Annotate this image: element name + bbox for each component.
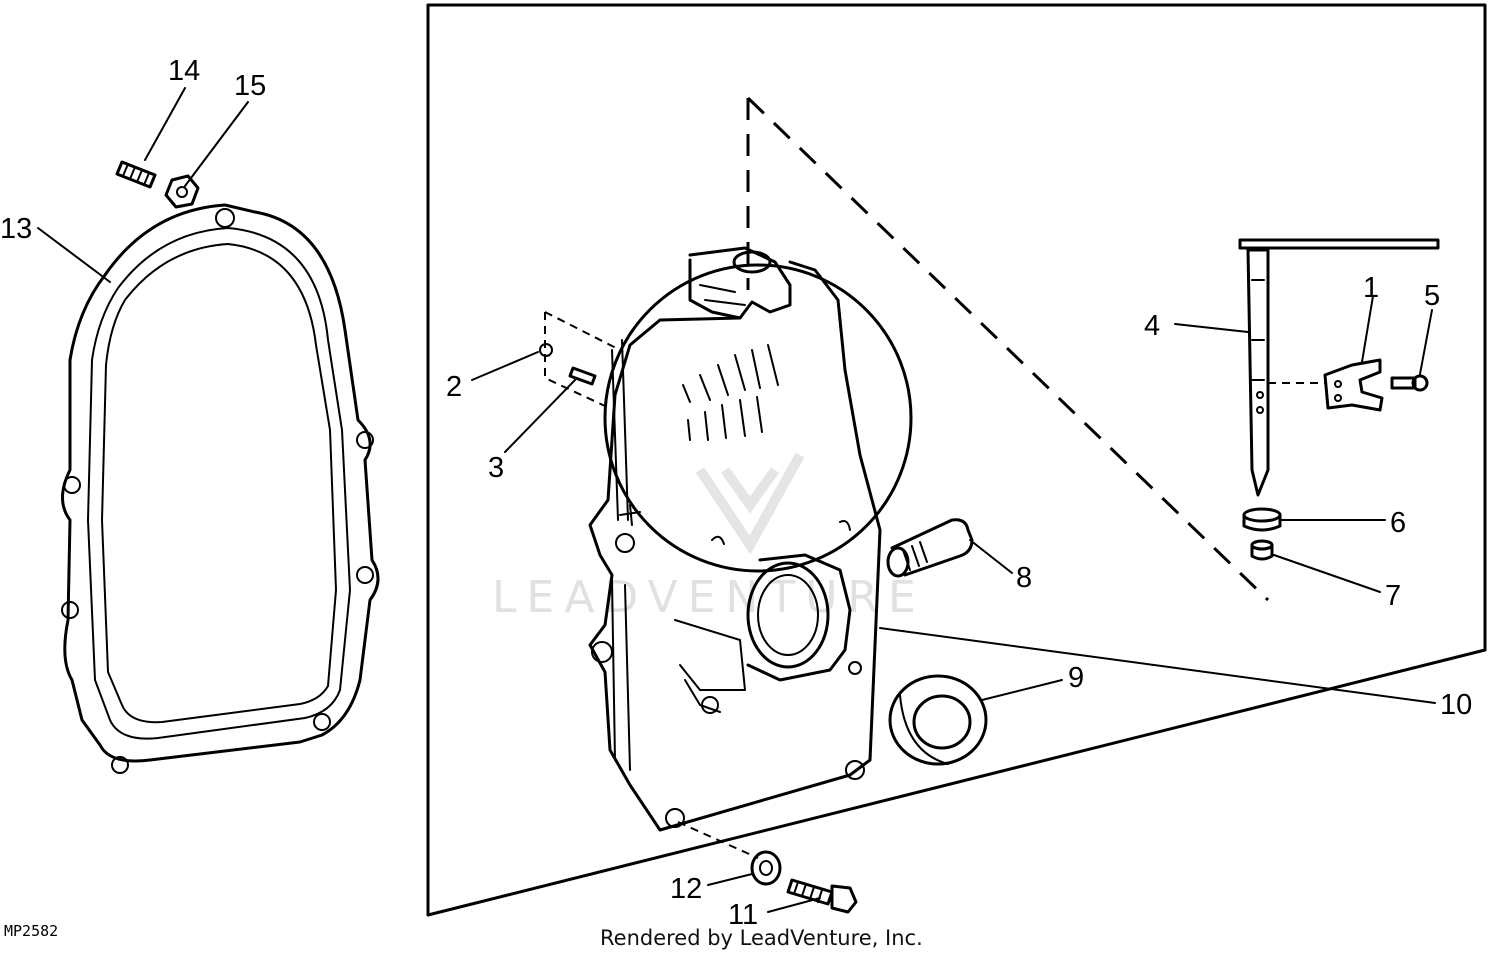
callout-3: 3 (488, 452, 504, 484)
leader-lines (37, 87, 1436, 913)
screw-14 (115, 160, 157, 189)
bolt-11 (786, 878, 858, 914)
callout-labels: 1 2 3 4 5 6 7 8 9 10 11 12 13 14 15 (0, 55, 1472, 931)
bushing-7 (1250, 539, 1274, 561)
callout-1: 1 (1363, 272, 1379, 304)
dashed-alignment-triangle (746, 96, 1270, 602)
nut-15 (164, 174, 200, 209)
callout-13: 13 (0, 213, 32, 245)
pin-2 (539, 343, 553, 357)
spring-8 (886, 518, 974, 578)
roll-pin-3 (568, 366, 597, 386)
gasket-13 (61, 203, 380, 774)
shift-shaft-4 (1238, 238, 1440, 497)
assembly-panel (426, 3, 1487, 917)
pin-group-2-3 (539, 311, 621, 407)
callout-4: 4 (1144, 310, 1160, 342)
callout-2: 2 (446, 371, 462, 403)
callout-12: 12 (670, 873, 702, 905)
callout-7: 7 (1385, 580, 1401, 612)
callout-6: 6 (1390, 507, 1406, 539)
callout-10: 10 (1440, 689, 1472, 721)
watermark-text: LEADVENTURE (492, 572, 926, 623)
callout-14: 14 (168, 55, 200, 87)
watermark-logo: LEADVENTURE (492, 452, 926, 623)
callout-9: 9 (1068, 662, 1084, 694)
callout-5: 5 (1424, 280, 1440, 312)
callout-8: 8 (1016, 562, 1032, 594)
bracket-1 (1323, 358, 1384, 412)
bushing-6 (1242, 507, 1282, 532)
callout-11: 11 (728, 899, 758, 931)
bolt-alignment-line (677, 821, 759, 859)
callout-15: 15 (234, 70, 266, 102)
seal-9 (888, 674, 988, 766)
washer-12 (750, 850, 782, 886)
screw-5 (1390, 374, 1429, 392)
cover-housing-10 (588, 246, 913, 832)
footer-credit: Rendered by LeadVenture, Inc. (600, 926, 923, 950)
figure-id: MP2582 (4, 922, 58, 940)
